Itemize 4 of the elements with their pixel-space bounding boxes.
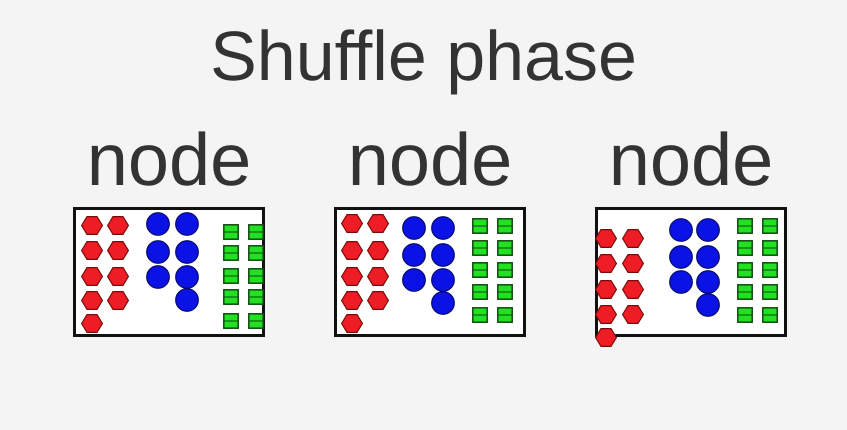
node-label: node (86, 120, 252, 200)
title: Shuffle phase (209, 16, 638, 96)
node-label: node (608, 120, 774, 200)
node-label: node (346, 120, 514, 200)
